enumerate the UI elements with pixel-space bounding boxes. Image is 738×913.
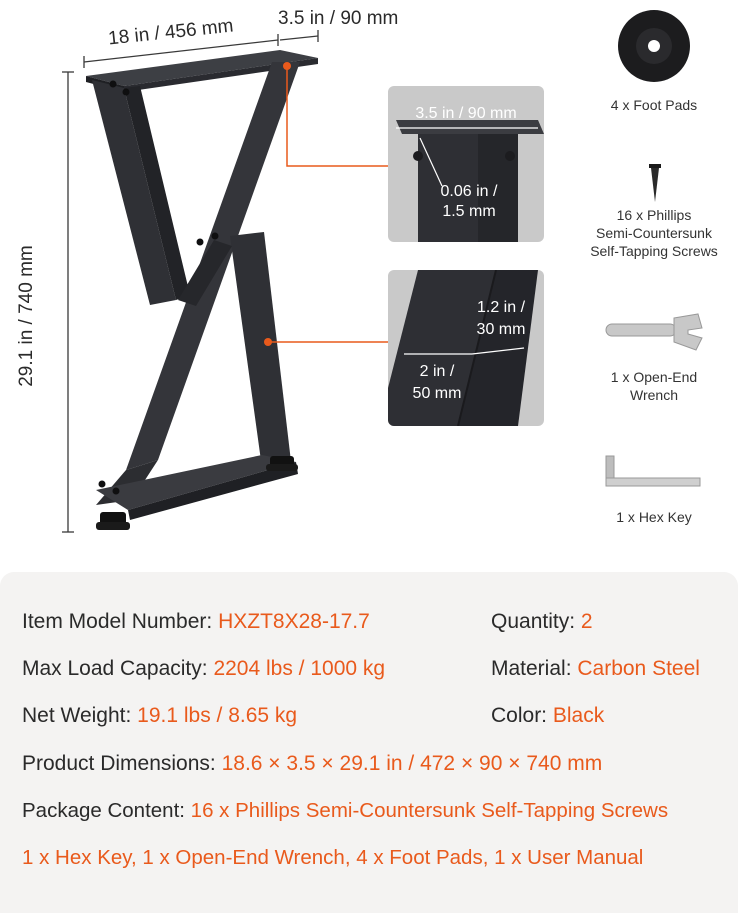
screws-label-line3: Self-Tapping Screws: [590, 243, 718, 259]
hex-key-icon: [605, 455, 701, 487]
tube-detail-illustration: [388, 270, 538, 426]
product-diagram: 18 in / 456 mm 3.5 in / 90 mm 29.1 in / …: [15, 8, 718, 533]
spec-weight-label: Net Weight:: [22, 704, 138, 727]
spec-dimensions-value: 18.6 × 3.5 × 29.1 in / 472 × 90 × 740 mm: [221, 752, 603, 775]
tube-depth-line2: 30 mm: [476, 321, 526, 338]
spec-dimensions-label: Product Dimensions:: [22, 752, 222, 775]
spec-dimensions: Product Dimensions: 18.6 × 3.5 × 29.1 in…: [22, 752, 602, 776]
spec-color: Color: Black: [491, 704, 604, 728]
tube-width-line1: 2 in /: [419, 363, 455, 380]
foot-pad-icon: [618, 10, 690, 82]
tube-width-line2: 50 mm: [412, 385, 462, 402]
spec-quantity-label: Quantity:: [491, 610, 581, 633]
spec-model-label: Item Model Number:: [22, 610, 219, 633]
screws-label-line1: 16 x Phillips: [616, 207, 692, 223]
foot-pads-label: 4 x Foot Pads: [610, 97, 698, 113]
spec-package-value: 16 x Phillips Semi-Countersunk Self-Tapp…: [190, 799, 669, 822]
wrench-icon: [605, 313, 703, 351]
spec-material-value: Carbon Steel: [577, 657, 700, 680]
specifications-panel: Item Model Number: HXZT8X28-17.7 Quantit…: [0, 572, 738, 913]
spec-color-value: Black: [552, 704, 605, 727]
height-dimension-label: 29.1 in / 740 mm: [15, 245, 37, 387]
spec-quantity: Quantity: 2: [491, 610, 593, 634]
thickness-label-line2: 1.5 mm: [442, 203, 496, 220]
spec-package-line2: 1 x Hex Key, 1 x Open-End Wrench, 4 x Fo…: [22, 846, 644, 869]
spec-load-label: Max Load Capacity:: [22, 657, 214, 680]
spec-material: Material: Carbon Steel: [491, 657, 700, 681]
screws-label-line2: Semi-Countersunk: [596, 225, 712, 241]
thickness-label-line1: 0.06 in /: [440, 183, 498, 200]
spec-package: Package Content: 16 x Phillips Semi-Coun…: [22, 799, 668, 823]
detail-top-plate: 3.5 in / 90 mm 0.06 in / 1.5 mm: [388, 86, 544, 242]
spec-model: Item Model Number: HXZT8X28-17.7: [22, 610, 370, 634]
wrench-label-line1: 1 x Open-End: [610, 369, 698, 385]
spec-quantity-value: 2: [580, 610, 593, 633]
detail-tube: 1.2 in / 30 mm 2 in / 50 mm: [388, 270, 544, 426]
top-plate-width-label: 3.5 in / 90 mm: [415, 105, 517, 122]
spec-package-label: Package Content:: [22, 799, 191, 822]
spec-color-label: Color:: [491, 704, 553, 727]
hex-key-label: 1 x Hex Key: [616, 509, 692, 525]
spec-load-value: 2204 lbs / 1000 kg: [213, 657, 386, 680]
wrench-label-line2: Wrench: [630, 387, 678, 403]
table-leg-illustration: [62, 30, 390, 533]
spec-weight-value: 19.1 lbs / 8.65 kg: [137, 704, 298, 727]
tube-depth-line1: 1.2 in /: [476, 299, 526, 316]
spec-material-label: Material:: [491, 657, 578, 680]
screw-icon: [649, 164, 661, 202]
top-plate-detail-illustration: [396, 120, 544, 242]
spec-weight: Net Weight: 19.1 lbs / 8.65 kg: [22, 704, 297, 728]
spec-load: Max Load Capacity: 2204 lbs / 1000 kg: [22, 657, 385, 681]
spec-model-value: HXZT8X28-17.7: [218, 610, 370, 633]
depth-dimension-label: 3.5 in / 90 mm: [278, 8, 399, 29]
